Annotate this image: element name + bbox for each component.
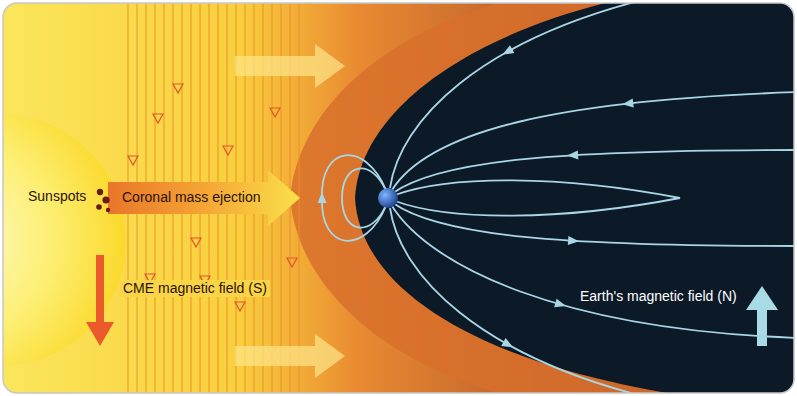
field-arrowhead (500, 45, 514, 58)
field-line (392, 92, 794, 190)
field-arrowhead (554, 299, 567, 311)
earth-field-lines (322, 3, 794, 393)
field-line (392, 206, 794, 338)
solar-wind-arrow (235, 334, 345, 378)
sunspot (97, 189, 103, 195)
field-marker (128, 156, 138, 165)
field-arrowhead (622, 99, 634, 109)
field-line (395, 180, 680, 215)
sunspots-label: Sunspots (28, 188, 86, 205)
sun (3, 114, 126, 366)
field-marker (223, 146, 233, 155)
sunspot (96, 204, 102, 210)
bow-shock (290, 3, 794, 393)
field-marker (270, 108, 280, 117)
field-arrowhead (501, 338, 515, 351)
label-holder: Earth's magnetic field (N) (580, 288, 737, 305)
field-line (393, 150, 794, 193)
field-marker (173, 84, 183, 93)
frame (3, 3, 794, 393)
field-marker (235, 302, 245, 311)
field-arrowheads (317, 45, 633, 351)
earth-field-label: Earth's magnetic field (N) (580, 288, 737, 305)
earth (378, 188, 398, 208)
label-holder: Sunspots (28, 188, 86, 205)
cme-label: Coronal mass ejection (122, 189, 261, 206)
field-line (322, 155, 386, 241)
label-holder: CME magnetic field (S) (120, 280, 270, 297)
field-arrowhead (568, 236, 580, 246)
field-marker (191, 238, 201, 247)
cme-field-label: CME magnetic field (S) (120, 280, 270, 297)
field-arrowhead (317, 192, 326, 203)
scene (3, 3, 794, 393)
field-line (393, 203, 794, 246)
sunspot-group (96, 189, 110, 212)
field-arrowhead (567, 150, 579, 160)
field-marker (287, 258, 297, 267)
cme-arrow (108, 170, 300, 226)
sunspot (106, 208, 110, 212)
cme-field-arrow (86, 255, 114, 346)
sunspot (102, 196, 109, 203)
field-marker (153, 114, 163, 123)
label-holder: Coronal mass ejection (122, 189, 261, 206)
solar-wind-arrow (235, 44, 345, 88)
